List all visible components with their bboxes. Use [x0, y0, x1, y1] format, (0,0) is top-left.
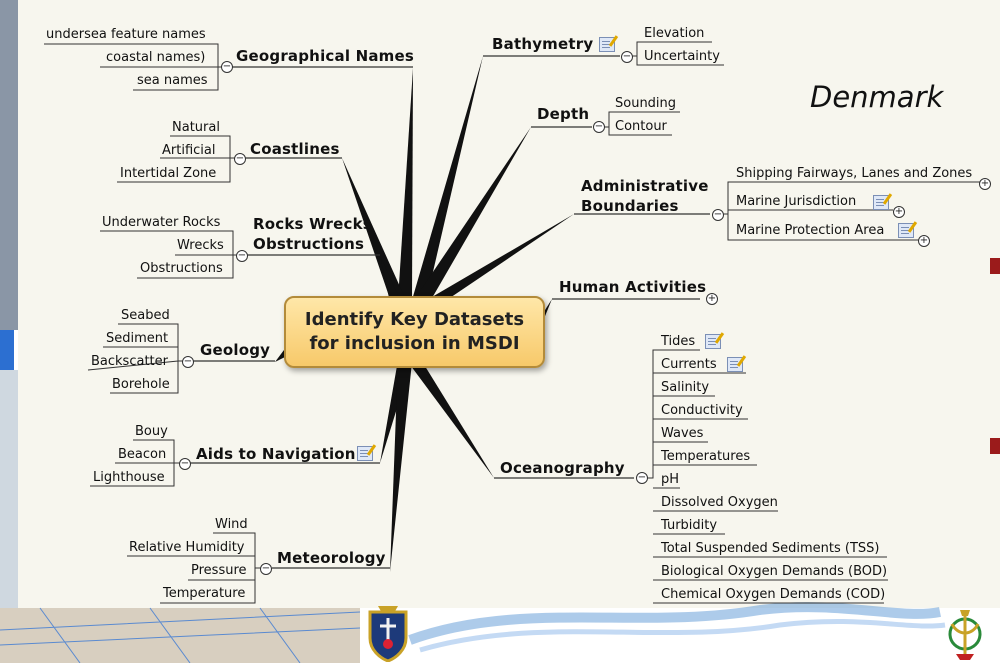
branch-rocks-wrecks-line1: Rocks Wrecks: [253, 215, 372, 233]
central-topic-line1: Identify Key Datasets: [304, 309, 525, 330]
leaf-underwater-rocks: Underwater Rocks: [102, 215, 221, 230]
leaf-intertidal-zone: Intertidal Zone: [120, 166, 217, 181]
leaf-wind: Wind: [215, 517, 248, 532]
collapse-toggle[interactable]: −: [234, 153, 246, 165]
leaf-contour: Contour: [615, 119, 667, 134]
note-icon[interactable]: [599, 37, 615, 52]
leaf-sea-names: sea names: [137, 73, 208, 88]
branch-geology: Geology: [200, 341, 271, 359]
leaf-turbidity: Turbidity: [661, 518, 718, 533]
note-icon[interactable]: [705, 334, 721, 349]
note-icon[interactable]: [898, 223, 914, 238]
country-label: Denmark: [810, 80, 944, 114]
branch-bathymetry: Bathymetry: [492, 35, 594, 53]
left-chart-strip: [0, 370, 20, 663]
leaf-marine-protection-area: Marine Protection Area: [736, 223, 885, 238]
leaf-uncertainty: Uncertainty: [644, 49, 720, 64]
collapse-toggle[interactable]: −: [260, 563, 272, 575]
leaf-dissolved-oxygen: Dissolved Oxygen: [661, 495, 778, 510]
expand-toggle[interactable]: +: [893, 206, 905, 218]
leaf-undersea-feature-names: undersea feature names: [46, 27, 206, 42]
crest-logo-right: [948, 610, 982, 660]
leaf-ph: pH: [661, 472, 680, 487]
leaf-currents: Currents: [661, 357, 717, 372]
central-topic-line2: for inclusion in MSDI: [309, 333, 520, 354]
leaf-beacon: Beacon: [118, 447, 167, 462]
leaf-bod: Biological Oxygen Demands (BOD): [661, 564, 888, 579]
branch-depth: Depth: [537, 105, 590, 123]
note-icon[interactable]: [727, 357, 743, 372]
accent-bar: [990, 438, 1000, 454]
collapse-toggle[interactable]: −: [621, 51, 633, 63]
branch-rocks-wrecks-line2: Obstructions: [253, 235, 365, 253]
expand-toggle[interactable]: +: [706, 293, 718, 305]
collapse-toggle[interactable]: −: [182, 356, 194, 368]
leaf-obstructions: Obstructions: [140, 261, 223, 276]
branch-oceanography: Oceanography: [500, 459, 625, 477]
central-topic: Identify Key Datasets for inclusion in M…: [284, 296, 545, 368]
leaf-wrecks: Wrecks: [177, 238, 224, 253]
leaf-conductivity: Conductivity: [661, 403, 743, 418]
leaf-natural: Natural: [172, 120, 220, 135]
leaf-sounding: Sounding: [615, 96, 677, 111]
branch-coastlines: Coastlines: [250, 140, 340, 158]
leaf-temperatures: Temperatures: [661, 449, 751, 464]
leaf-temperature: Temperature: [163, 586, 246, 601]
accent-bar: [990, 258, 1000, 274]
collapse-toggle[interactable]: −: [636, 472, 648, 484]
branch-administrative-line1: Administrative: [581, 177, 709, 195]
leaf-elevation: Elevation: [644, 26, 705, 41]
leaf-shipping-fairways: Shipping Fairways, Lanes and Zones: [736, 166, 973, 181]
left-blue-strip: [0, 330, 14, 370]
leaf-marine-jurisdiction: Marine Jurisdiction: [736, 194, 857, 209]
bottom-wave: [408, 602, 941, 645]
crest-logo-left: [368, 606, 408, 662]
collapse-toggle[interactable]: −: [593, 121, 605, 133]
collapse-toggle[interactable]: −: [712, 209, 724, 221]
leaf-tss: Total Suspended Sediments (TSS): [661, 541, 880, 556]
leaf-lighthouse: Lighthouse: [93, 470, 165, 485]
leaf-tides: Tides: [661, 334, 696, 349]
bottom-map-strip: [0, 608, 360, 663]
branch-administrative-line2: Boundaries: [581, 197, 679, 215]
leaf-cod: Chemical Oxygen Demands (COD): [661, 587, 886, 602]
branch-geographical-names: Geographical Names: [236, 47, 414, 65]
leaf-bouy: Bouy: [135, 424, 168, 439]
left-photo-strip: [0, 0, 22, 330]
leaf-borehole: Borehole: [112, 377, 170, 392]
branch-human-activities: Human Activities: [559, 278, 707, 296]
leaf-seabed: Seabed: [121, 308, 170, 323]
leaf-relative-humidity: Relative Humidity: [129, 540, 245, 555]
leaf-coastal-names: coastal names): [106, 50, 206, 65]
collapse-toggle[interactable]: −: [179, 458, 191, 470]
branch-aids-to-navigation: Aids to Navigation: [196, 445, 356, 463]
leaf-salinity: Salinity: [661, 380, 710, 395]
expand-toggle[interactable]: +: [979, 178, 991, 190]
leaf-artificial: Artificial: [162, 143, 216, 158]
leaf-pressure: Pressure: [191, 563, 247, 578]
branch-meteorology: Meteorology: [277, 549, 386, 567]
note-icon[interactable]: [357, 446, 373, 461]
leaf-sediment: Sediment: [106, 331, 169, 346]
leaf-backscatter: Backscatter: [91, 354, 168, 369]
note-icon[interactable]: [873, 195, 889, 210]
collapse-toggle[interactable]: −: [236, 250, 248, 262]
collapse-toggle[interactable]: −: [221, 61, 233, 73]
expand-toggle[interactable]: +: [918, 235, 930, 247]
leaf-waves: Waves: [661, 426, 704, 441]
